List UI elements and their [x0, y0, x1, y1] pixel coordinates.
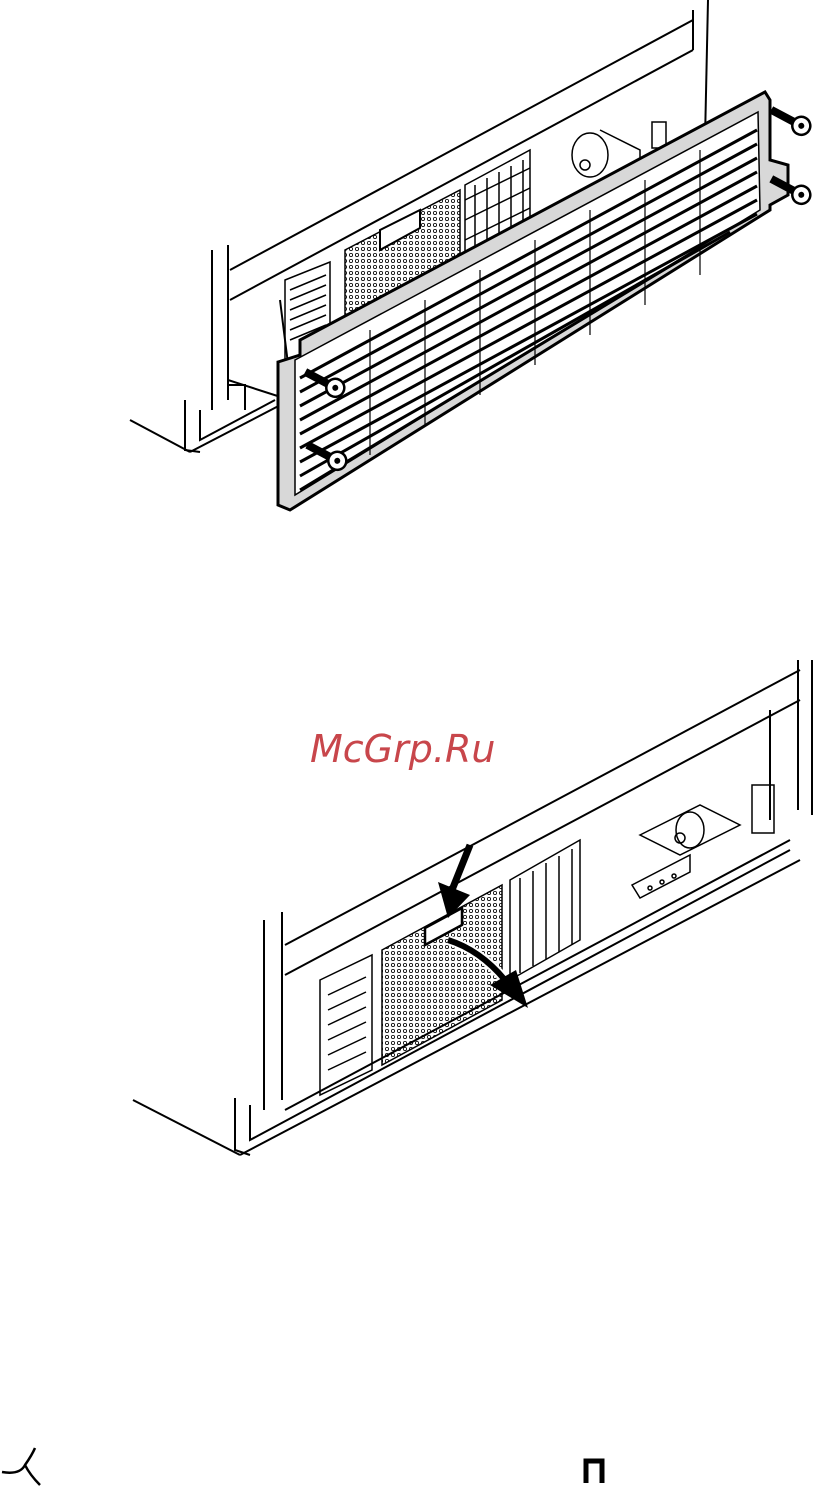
corner-mark-icon [0, 1440, 50, 1488]
page-tab-icon [580, 1455, 610, 1485]
screw-icon [767, 102, 813, 138]
watermark-text: McGrp.Ru [310, 727, 495, 771]
grille-removal-illustration [0, 0, 817, 530]
watermark-logo: McGrp.Ru [300, 720, 530, 780]
